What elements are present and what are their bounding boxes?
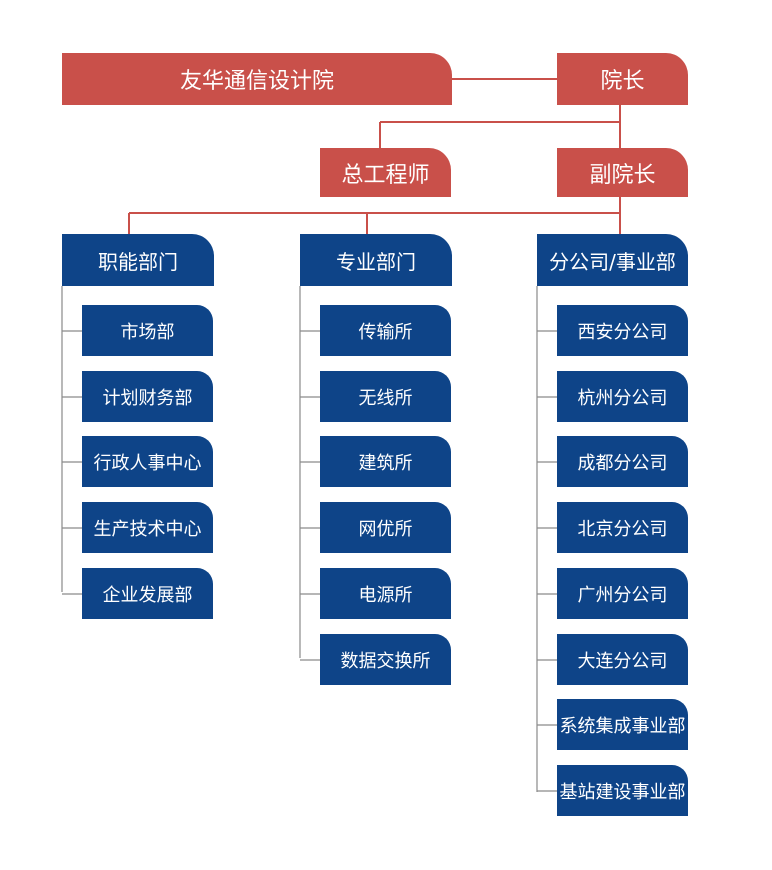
unit-box: 建筑所 — [320, 436, 451, 487]
unit-box: 西安分公司 — [557, 305, 688, 356]
org-name-box: 友华通信设计院 — [62, 53, 452, 105]
unit-label: 企业发展部 — [102, 584, 193, 606]
unit-label: 广州分公司 — [577, 584, 668, 606]
unit-label: 成都分公司 — [577, 452, 668, 474]
org-name: 友华通信设计院 — [179, 69, 334, 94]
unit-box: 电源所 — [320, 568, 451, 619]
unit-label: 杭州分公司 — [577, 387, 668, 409]
department-header-3: 分公司/事业部 — [537, 234, 688, 286]
unit-label: 市场部 — [120, 321, 175, 343]
unit-box: 成都分公司 — [557, 436, 688, 487]
department-title: 分公司/事业部 — [549, 249, 676, 274]
unit-box: 网优所 — [320, 502, 451, 553]
unit-box: 生产技术中心 — [82, 502, 213, 553]
unit-label: 生产技术中心 — [93, 518, 202, 540]
unit-label: 大连分公司 — [577, 650, 668, 672]
unit-label: 北京分公司 — [577, 518, 668, 540]
vice-president-box: 副院长 — [557, 148, 688, 197]
unit-box: 计划财务部 — [82, 371, 213, 422]
unit-box: 行政人事中心 — [82, 436, 213, 487]
president-label: 院长 — [600, 69, 645, 94]
department-title: 专业部门 — [336, 249, 416, 274]
unit-box: 杭州分公司 — [557, 371, 688, 422]
vice-president-label: 副院长 — [589, 162, 656, 188]
unit-label: 建筑所 — [358, 452, 413, 474]
unit-box: 广州分公司 — [557, 568, 688, 619]
unit-label: 无线所 — [358, 387, 413, 409]
unit-label: 西安分公司 — [577, 321, 668, 343]
unit-box: 系统集成事业部 — [557, 699, 688, 750]
unit-box: 企业发展部 — [82, 568, 213, 619]
department-header-2: 专业部门 — [300, 234, 452, 286]
unit-label: 数据交换所 — [340, 650, 431, 672]
department-title: 职能部门 — [98, 249, 178, 274]
unit-label: 电源所 — [358, 584, 413, 606]
president-box: 院长 — [557, 53, 688, 105]
unit-box: 数据交换所 — [320, 634, 451, 685]
unit-label: 基站建设事业部 — [559, 781, 686, 803]
chief-engineer-box: 总工程师 — [320, 148, 451, 197]
unit-box: 传输所 — [320, 305, 451, 356]
chief-engineer-label: 总工程师 — [341, 162, 430, 188]
unit-box: 市场部 — [82, 305, 213, 356]
unit-box: 大连分公司 — [557, 634, 688, 685]
unit-box: 基站建设事业部 — [557, 765, 688, 816]
unit-box: 北京分公司 — [557, 502, 688, 553]
unit-label: 传输所 — [358, 321, 413, 343]
unit-label: 计划财务部 — [102, 387, 193, 409]
department-header-1: 职能部门 — [62, 234, 214, 286]
unit-box: 无线所 — [320, 371, 451, 422]
unit-label: 系统集成事业部 — [559, 715, 686, 737]
unit-label: 行政人事中心 — [93, 452, 202, 474]
unit-label: 网优所 — [358, 518, 413, 540]
